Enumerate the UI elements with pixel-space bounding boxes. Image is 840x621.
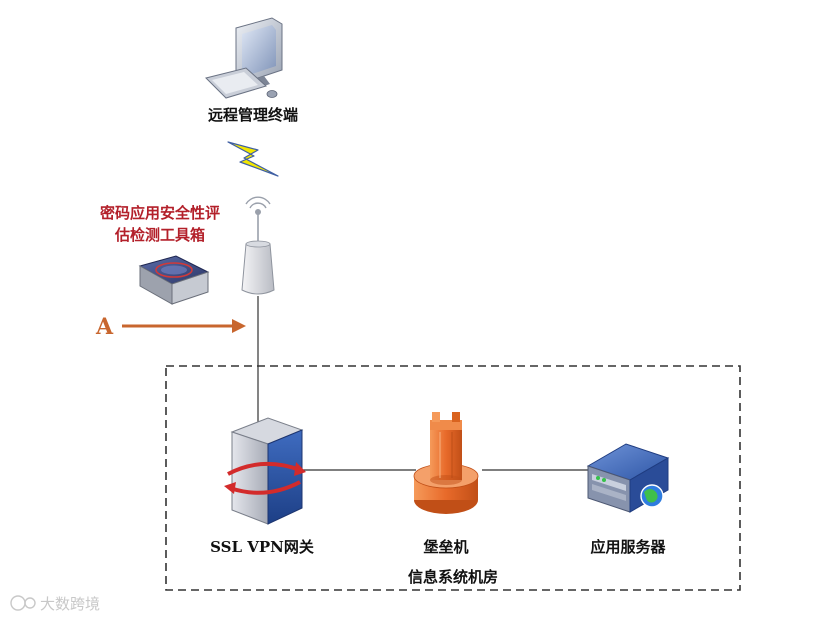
watermark-text: 大数跨境 [40, 595, 100, 613]
app-server-icon [586, 443, 670, 513]
watermark-logo-icon [10, 595, 36, 611]
room-boundary [165, 365, 741, 591]
wireless-antenna-icon [241, 196, 275, 295]
arrow-a-label: A [95, 314, 114, 340]
app-server-label: 应用服务器 [590, 538, 666, 556]
bastion-label: 堡垒机 [423, 538, 468, 556]
bastion-host-icon [413, 412, 479, 514]
terminal-label: 远程管理终端 [208, 106, 298, 124]
computer-icon [205, 17, 283, 99]
lightning-icon [227, 141, 279, 177]
toolbox-label-line1: 密码应用安全性评 [100, 204, 220, 222]
arrow-icon [122, 319, 246, 333]
toolbox-icon [138, 255, 210, 305]
vpn-gateway-icon [224, 417, 306, 525]
vpn-label: SSL VPN网关 [210, 538, 314, 556]
toolbox-label-line2: 估检测工具箱 [114, 226, 205, 244]
room-label: 信息系统机房 [408, 568, 498, 586]
